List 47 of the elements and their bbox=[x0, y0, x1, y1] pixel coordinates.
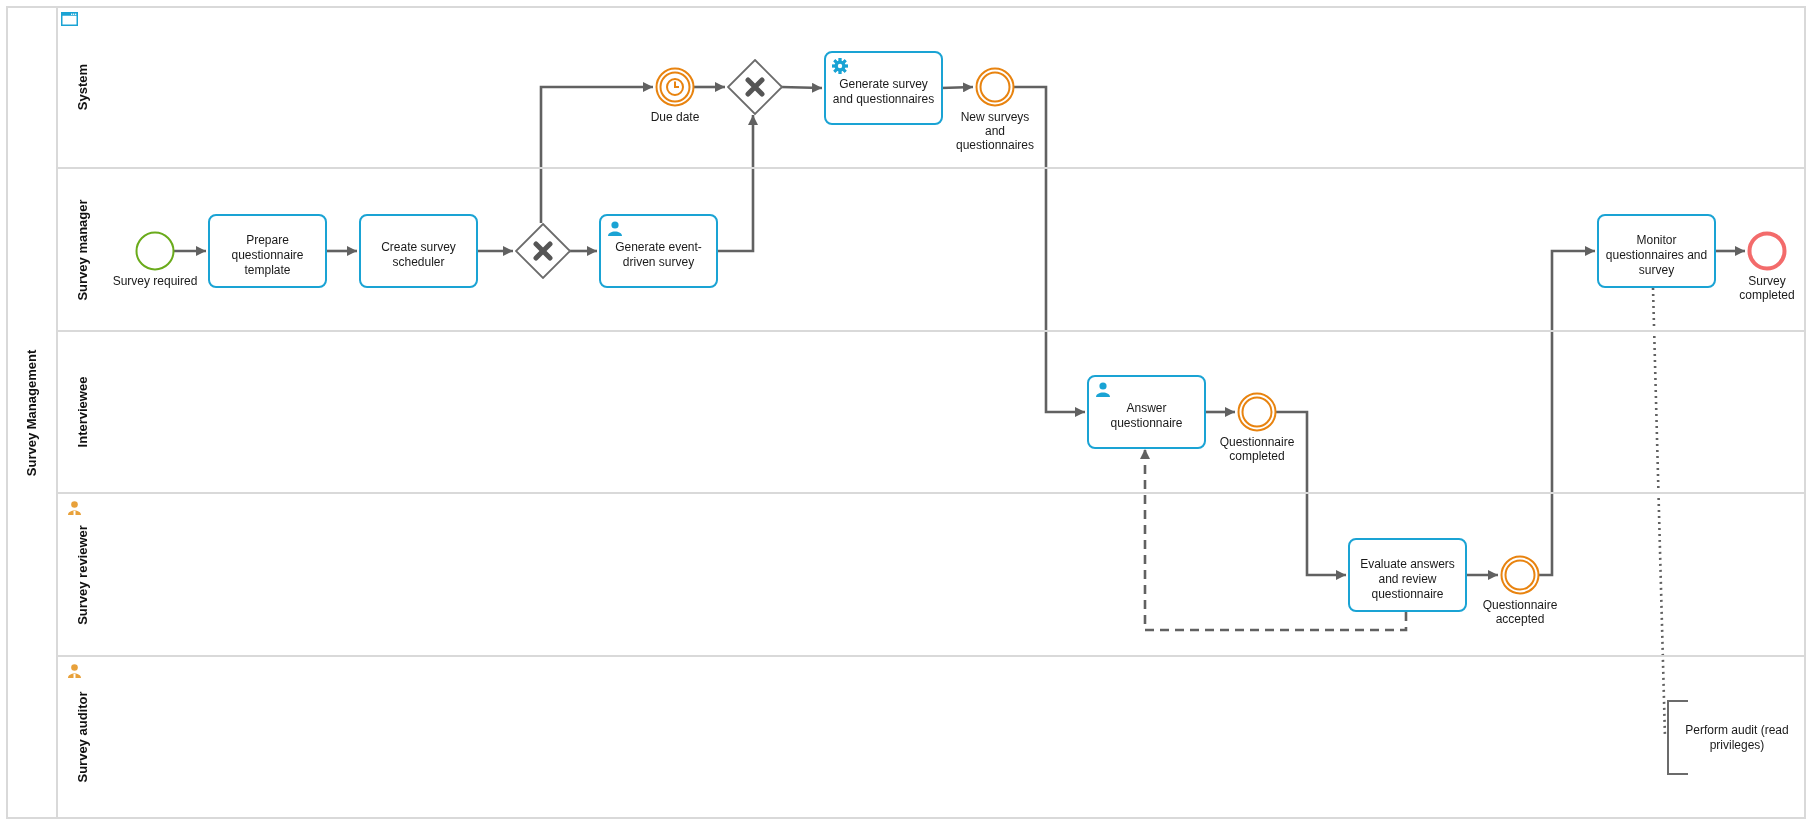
sequence-flow-arrow bbox=[1714, 246, 1745, 256]
sequence-flow-arrow bbox=[173, 246, 206, 256]
annotation-text: Perform audit (read privileges) bbox=[1684, 722, 1790, 753]
task-box bbox=[359, 214, 478, 288]
swimlane bbox=[56, 6, 1806, 169]
swimlane bbox=[56, 494, 1806, 657]
event-label: New surveys and questionnaires bbox=[954, 110, 1036, 152]
event-label: Due date bbox=[649, 110, 701, 124]
event-label: Questionnaire completed bbox=[1218, 435, 1296, 463]
task-box bbox=[208, 214, 327, 288]
event-label: Survey completed bbox=[1738, 274, 1796, 302]
task-label: Generate survey and questionnaires bbox=[831, 77, 936, 107]
event-label: Questionnaire accepted bbox=[1481, 598, 1559, 626]
sequence-flow-arrow bbox=[1465, 570, 1498, 580]
lane-label: Survey auditor bbox=[74, 691, 92, 783]
task-box bbox=[1087, 375, 1206, 449]
lane-label: Interviewee bbox=[74, 376, 92, 448]
sequence-flow-arrow bbox=[539, 82, 653, 223]
pool bbox=[6, 6, 1806, 819]
sequence-flow-arrow bbox=[1013, 85, 1085, 417]
task-label: Create survey scheduler bbox=[380, 240, 457, 270]
sequence-flow-arrow bbox=[1275, 410, 1346, 580]
event-label: Survey required bbox=[111, 274, 199, 288]
lane-label: Survey reviewer bbox=[74, 524, 92, 625]
lane-label: System bbox=[74, 63, 92, 110]
sequence-flow-arrow bbox=[569, 246, 597, 256]
sequence-flow-arrow bbox=[693, 82, 725, 92]
swimlane bbox=[56, 332, 1806, 494]
task-label: Evaluate answers and review questionnaire bbox=[1359, 556, 1456, 602]
sequence-flow-arrow bbox=[476, 246, 513, 256]
task-box bbox=[599, 214, 718, 288]
task-label: Monitor questionnaires and survey bbox=[1604, 232, 1709, 278]
task-label: Prepare questionnaire template bbox=[230, 232, 305, 278]
dashed-arrow bbox=[1140, 449, 1408, 632]
task-label: Generate event-driven survey bbox=[614, 240, 703, 270]
task-label: Answer questionnaire bbox=[1109, 401, 1184, 431]
task-box bbox=[824, 51, 943, 125]
lane-label: Survey manager bbox=[74, 198, 92, 301]
sequence-flow-arrow bbox=[325, 246, 357, 256]
sequence-flow-arrow bbox=[780, 82, 823, 93]
task-box bbox=[1348, 538, 1467, 612]
sequence-flow-arrow bbox=[1204, 407, 1235, 417]
swimlane bbox=[56, 169, 1806, 332]
task-box bbox=[1597, 214, 1716, 288]
sequence-flow-arrow bbox=[716, 115, 758, 253]
sequence-flow-arrow bbox=[1538, 246, 1595, 577]
pool-label: Survey Management bbox=[23, 349, 41, 476]
